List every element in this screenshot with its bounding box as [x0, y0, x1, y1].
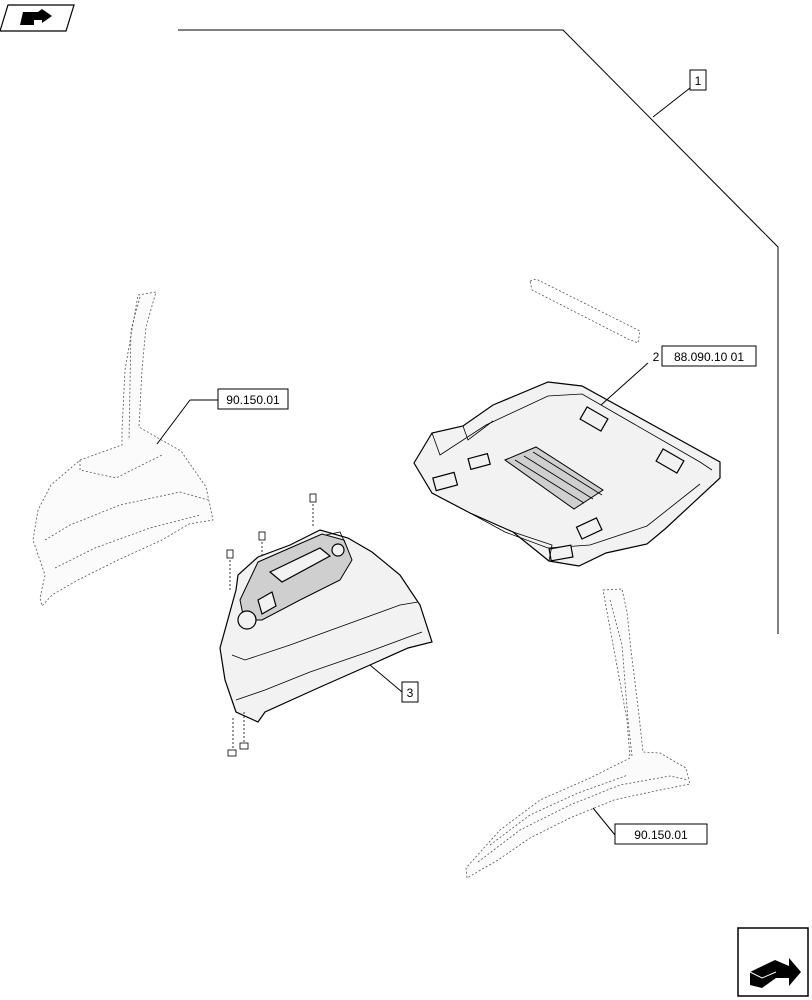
- roof-headliner: [413, 381, 721, 567]
- ghost-rail: [529, 278, 641, 344]
- bottom-ref-callout[interactable]: 90.150.01: [614, 823, 708, 845]
- svg-text:2: 2: [653, 350, 660, 364]
- item-3-leader: [369, 664, 403, 693]
- group-bracket-line: [178, 29, 779, 634]
- item-1-callout[interactable]: 1: [689, 69, 707, 91]
- item-3-callout[interactable]: 3: [401, 681, 419, 703]
- svg-text:90.150.01: 90.150.01: [226, 393, 280, 407]
- bottom-ref-leader: [592, 807, 616, 836]
- svg-text:88.090.10 01: 88.090.10 01: [674, 350, 744, 364]
- svg-text:1: 1: [695, 74, 702, 88]
- item-1-leader: [652, 87, 691, 118]
- item-2-callout[interactable]: 2 88.090.10 01: [653, 345, 757, 367]
- left-ref-leader: [156, 399, 191, 445]
- svg-text:90.150.01: 90.150.01: [634, 828, 688, 842]
- left-ref-callout[interactable]: 90.150.01: [217, 388, 289, 410]
- fastener-bolts: [226, 493, 317, 757]
- inner-fender-panel: [219, 529, 433, 723]
- next-page-arrow-icon[interactable]: [737, 927, 809, 997]
- left-ghost-fender: [32, 291, 214, 607]
- svg-text:3: 3: [407, 686, 414, 700]
- item-2-leader: [600, 362, 649, 406]
- right-ghost-fender: [465, 588, 691, 879]
- parts-nav-icon[interactable]: [0, 4, 75, 32]
